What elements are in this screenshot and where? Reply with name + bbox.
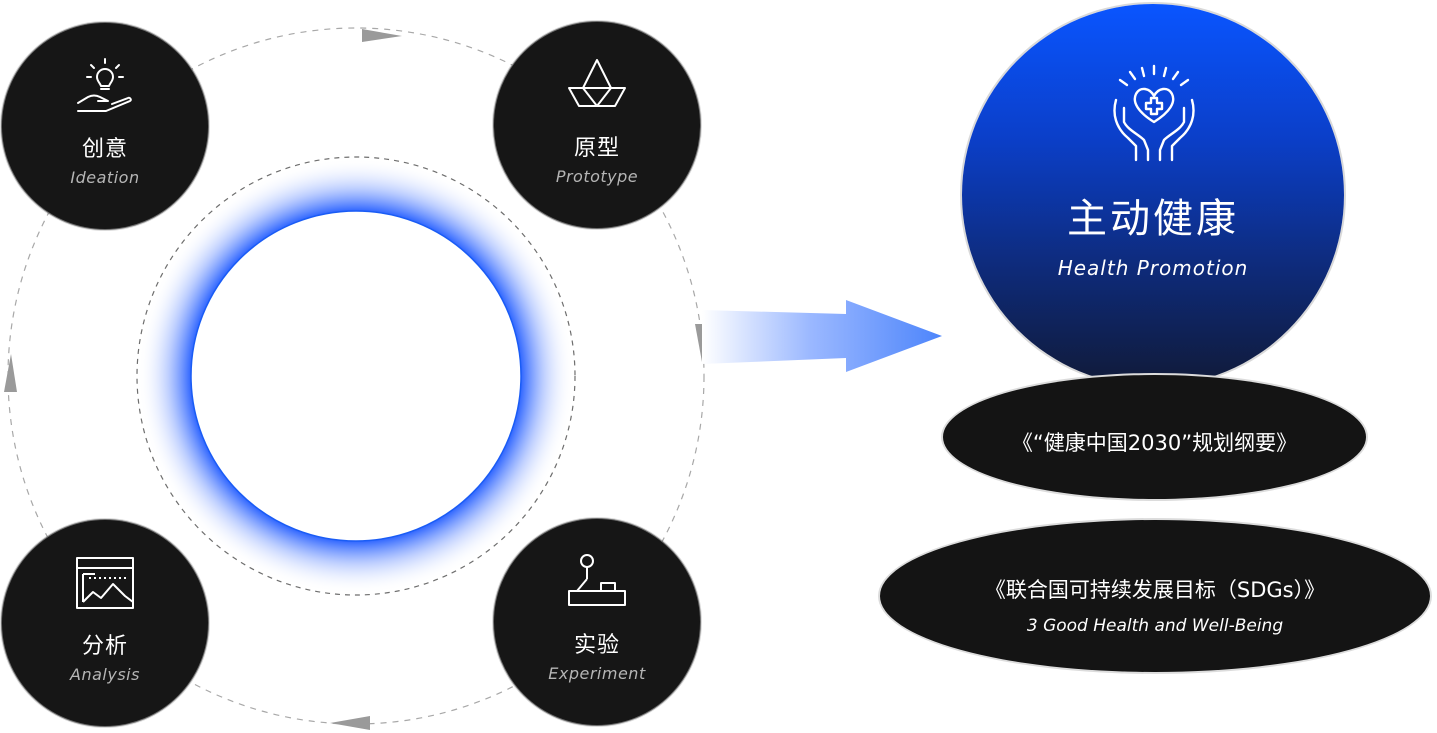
- policy-title: 《“健康中国2030”规划纲要》: [1011, 431, 1298, 455]
- node-label-en: Experiment: [548, 664, 646, 683]
- node-label-en: Analysis: [70, 665, 140, 684]
- node-label-en: Ideation: [70, 168, 140, 187]
- hands-heart-cross-icon: [1113, 64, 1195, 162]
- health-promotion-circle: 主动健康 Health Promotion: [962, 4, 1344, 386]
- node-label-zh: 原型: [573, 136, 620, 161]
- node-label-zh: 创意: [81, 137, 128, 162]
- policy-title: 《联合国可持续发展目标（SDGs）》: [984, 578, 1326, 602]
- policy-healthy-china: 《“健康中国2030”规划纲要》: [943, 375, 1366, 499]
- node-label-zh: 实验: [573, 633, 620, 658]
- joystick-icon: [568, 554, 626, 606]
- lightbulb-hand-icon: [77, 58, 132, 112]
- policy-subtitle: 3 Good Health and Well-Being: [1026, 616, 1284, 636]
- node-analysis: 分析 Analysis: [2, 520, 208, 726]
- orbit-arrow-top: [362, 29, 402, 42]
- node-ideation: 创意 Ideation: [2, 23, 208, 229]
- health-title-en: Health Promotion: [1057, 256, 1249, 280]
- node-label-en: Prototype: [555, 167, 639, 186]
- node-label-zh: 分析: [81, 634, 128, 659]
- node-prototype: 原型 Prototype: [494, 22, 700, 228]
- core-circle: [190, 210, 522, 542]
- inner-orbit: [136, 156, 576, 596]
- orbit-arrow-bottom: [330, 716, 370, 730]
- orbit-arrow-left: [4, 354, 17, 392]
- node-experiment: 实验 Experiment: [494, 519, 700, 725]
- health-title-zh: 主动健康: [1067, 196, 1239, 242]
- policy-un-sdgs: 《联合国可持续发展目标（SDGs）》 3 Good Health and Wel…: [880, 520, 1430, 672]
- chart-window-icon: [76, 557, 134, 609]
- flow-arrow: [702, 300, 942, 372]
- origami-boat-icon: [568, 59, 626, 107]
